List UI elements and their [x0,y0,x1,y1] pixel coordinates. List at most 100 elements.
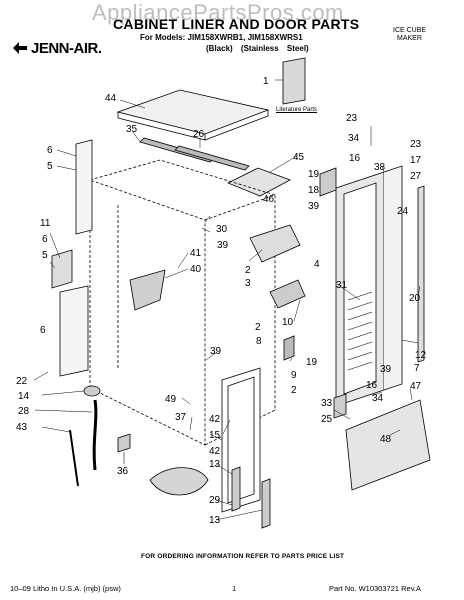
callout-24: 24 [397,206,409,217]
callout-2b: 2 [255,322,261,333]
callout-23a: 23 [346,113,358,124]
ice-chute [129,269,166,311]
callout-39d: 39 [380,364,392,375]
callout-47: 47 [410,381,422,392]
left-lower-panel [59,285,89,377]
callout-8: 8 [256,336,262,347]
callout-40: 40 [190,264,202,275]
foot-13b [261,478,271,529]
leader-lines [33,79,421,521]
callout-10: 10 [282,317,294,328]
callout-9: 9 [291,370,297,381]
top-cover [116,89,270,135]
hinge-pin-bracket [283,335,295,361]
left-hinge [51,249,73,289]
literature-parts-label: Literature Parts [276,107,318,113]
callout-7: 7 [414,363,420,374]
callout-23b: 23 [410,139,422,150]
callout-5a: 5 [47,161,53,172]
door-handle [417,185,425,363]
model-variants: (Black) (Stainless Steel) [206,44,309,53]
callout-12: 12 [415,350,427,361]
callout-45: 45 [293,152,305,163]
callout-labels: 1 44 26 35 6 5 45 23 34 16 19 18 39 23 1… [16,76,427,526]
bracket-25 [333,393,347,419]
callout-14: 14 [18,391,30,402]
callout-2a: 2 [245,265,251,276]
category-label-line2: MAKER [397,35,422,42]
literature-booklet [282,57,306,105]
callout-34a: 34 [348,133,360,144]
callout-46: 46 [263,194,275,205]
drain-hose [92,399,98,471]
callout-38: 38 [374,162,386,173]
callout-41: 41 [190,248,202,259]
callout-25: 25 [321,414,333,425]
foot-13a [231,466,241,512]
callout-33: 33 [321,398,333,409]
model-numbers: For Models: JIM158XWRB1, JIM158XWRS1 [140,33,303,42]
callout-39c: 39 [210,346,222,357]
drain-tube [69,429,79,487]
callout-1: 1 [263,76,269,87]
part-number: Part No. W10303721 Rev.A [329,584,421,593]
callout-39a: 39 [308,201,320,212]
callout-34b: 34 [372,393,384,404]
callout-35: 35 [126,124,138,135]
callout-30: 30 [216,224,228,235]
ice-scoop [149,467,209,496]
callout-19b: 19 [306,357,318,368]
door-outer-panel [383,165,403,391]
callout-18: 18 [308,185,320,196]
bracket-4 [269,279,306,309]
callout-49: 49 [165,394,177,405]
ordering-info-note: FOR ORDERING INFORMATION REFER TO PARTS … [141,553,345,560]
callout-48: 48 [380,434,392,445]
callout-39b: 39 [217,240,229,251]
callout-44: 44 [105,93,117,104]
callout-6c: 6 [40,325,46,336]
drain-fitting [117,433,131,453]
callout-22: 22 [16,376,28,387]
callout-16a: 16 [349,153,361,164]
callout-42b: 42 [209,446,221,457]
callout-5b: 5 [42,250,48,261]
page-number: 1 [232,584,237,593]
callout-36: 36 [117,466,129,477]
callout-2c: 2 [291,385,297,396]
callout-37: 37 [175,412,187,423]
callout-31: 31 [336,280,348,291]
callout-3: 3 [245,278,251,289]
callout-15: 15 [209,430,221,441]
callout-16b: 16 [366,380,378,391]
top-cover-edge [117,112,206,141]
watermark-text: AppliancePartsPros.com [92,0,344,25]
callout-29: 29 [209,495,221,506]
callout-20: 20 [409,293,421,304]
kick-plate [345,399,431,491]
callout-13b: 13 [209,515,221,526]
callout-19a: 19 [308,169,320,180]
left-side-bracket [75,139,93,235]
diagram-title: CABINET LINER AND DOOR PARTS [113,16,360,32]
callout-4: 4 [314,259,320,270]
callout-28: 28 [18,406,30,417]
brand-logo: JENN-AIR. [31,40,102,57]
callout-6b: 6 [42,234,48,245]
top-hinge [319,167,337,197]
callout-26: 26 [193,129,205,140]
drain-cap [83,385,101,397]
litho-info: 10–09 Litho In U.S.A. (mjb) (psw) [10,584,121,593]
category-label-line1: ICE CUBE [393,27,427,34]
callout-11: 11 [40,218,51,229]
callout-27: 27 [410,171,422,182]
callout-6a: 6 [47,145,53,156]
deflector [249,224,301,263]
callout-17: 17 [410,155,422,166]
drip-mat [227,167,291,197]
callout-13a: 13 [209,459,221,470]
callout-43: 43 [16,422,28,433]
callout-42a: 42 [209,414,221,425]
brand-mark-icon [13,42,27,54]
